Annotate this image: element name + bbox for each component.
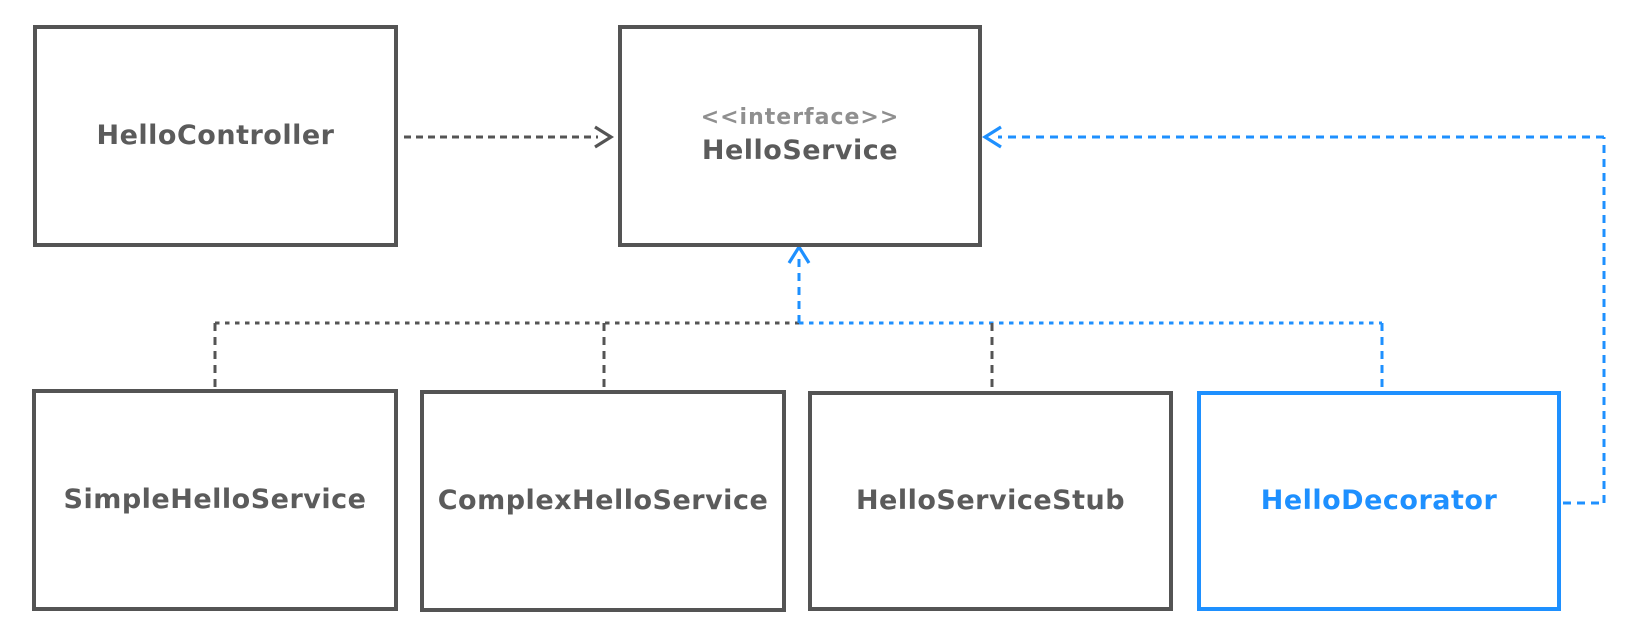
class-label-simplehelloservice: SimpleHelloService [63,484,367,516]
class-box-helloservicestub: HelloServiceStub [808,391,1173,611]
class-label-complexhelloservice: ComplexHelloService [437,485,769,517]
class-box-hellodecorator: HelloDecorator [1197,391,1561,611]
class-label-helloservice: HelloService [701,134,899,166]
edge-decorator-to-service-arrowhead-icon [981,125,1002,149]
edge-controller-to-service-arrowhead-icon [594,125,615,149]
class-label-hellocontroller: HelloController [96,120,335,152]
class-box-complexhelloservice: ComplexHelloService [420,390,786,612]
interface-box-helloservice: <<interface>> HelloService [618,25,982,247]
class-box-hellocontroller: HelloController [33,25,398,247]
edge-implements-up-arrowhead-icon [787,243,811,264]
class-box-simplehelloservice: SimpleHelloService [32,389,398,611]
interface-stereotype-label: <<interface>> [700,104,900,130]
class-label-helloservicestub: HelloServiceStub [855,485,1126,517]
class-label-hellodecorator: HelloDecorator [1260,485,1498,517]
